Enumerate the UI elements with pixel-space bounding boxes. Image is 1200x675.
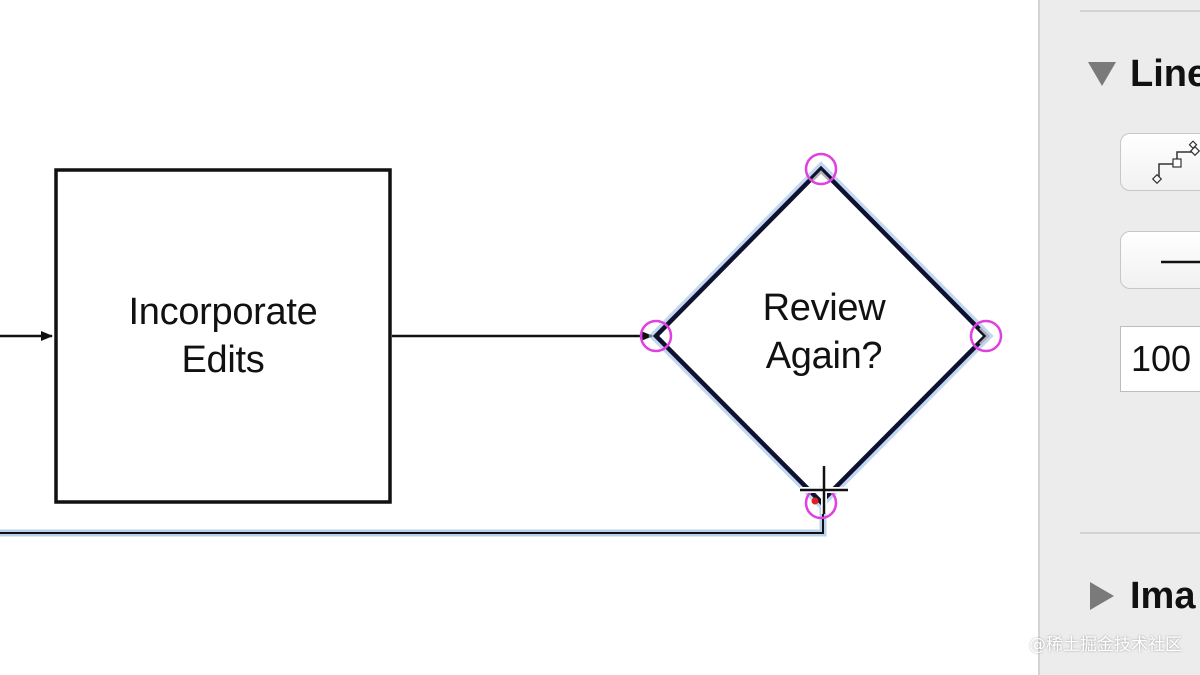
diagram-svg: [0, 152, 1003, 537]
loop-back-connector-highlight: [0, 508, 827, 537]
diagram-canvas[interactable]: Incorporate Edits Review Again?: [0, 0, 1038, 675]
watermark: @稀土掘金技术社区: [1029, 635, 1182, 655]
decision-label-line2: Again?: [765, 335, 883, 377]
line-style-button[interactable]: [1120, 231, 1200, 289]
inspector-divider-top: [1080, 10, 1200, 12]
orthogonal-line-icon: [1151, 140, 1200, 185]
disclosure-right-icon[interactable]: [1090, 582, 1114, 610]
inspector-panel: Line 100 Ima: [1038, 0, 1200, 675]
image-section-header[interactable]: Ima: [1088, 574, 1195, 618]
magnet-top-chevron: [812, 170, 830, 181]
process-box-label: Incorporate Edits: [56, 288, 390, 384]
process-box[interactable]: [54, 168, 392, 504]
disclosure-down-icon[interactable]: [1088, 62, 1116, 86]
magnet-top[interactable]: [804, 152, 838, 186]
line-routing-button[interactable]: [1120, 133, 1200, 191]
loop-back-connector[interactable]: [0, 508, 824, 534]
decision-label-line1: Review: [762, 287, 886, 329]
inspector-divider-bottom: [1080, 532, 1200, 534]
line-width-field[interactable]: 100: [1120, 326, 1200, 392]
decision-label: Review Again?: [726, 284, 922, 380]
magnet-right-chevron: [979, 327, 990, 345]
solid-line-icon: [1161, 260, 1200, 264]
image-section-title: Ima: [1130, 574, 1196, 617]
lines-section-title: Line: [1130, 52, 1200, 95]
process-box-label-line1: Incorporate: [128, 291, 318, 333]
magnet-right[interactable]: [969, 319, 1003, 353]
process-box-label-line2: Edits: [181, 339, 265, 381]
lines-section-header[interactable]: Line: [1088, 52, 1200, 96]
magnet-left[interactable]: [639, 319, 673, 353]
crosshair-cursor-icon: [800, 466, 848, 514]
